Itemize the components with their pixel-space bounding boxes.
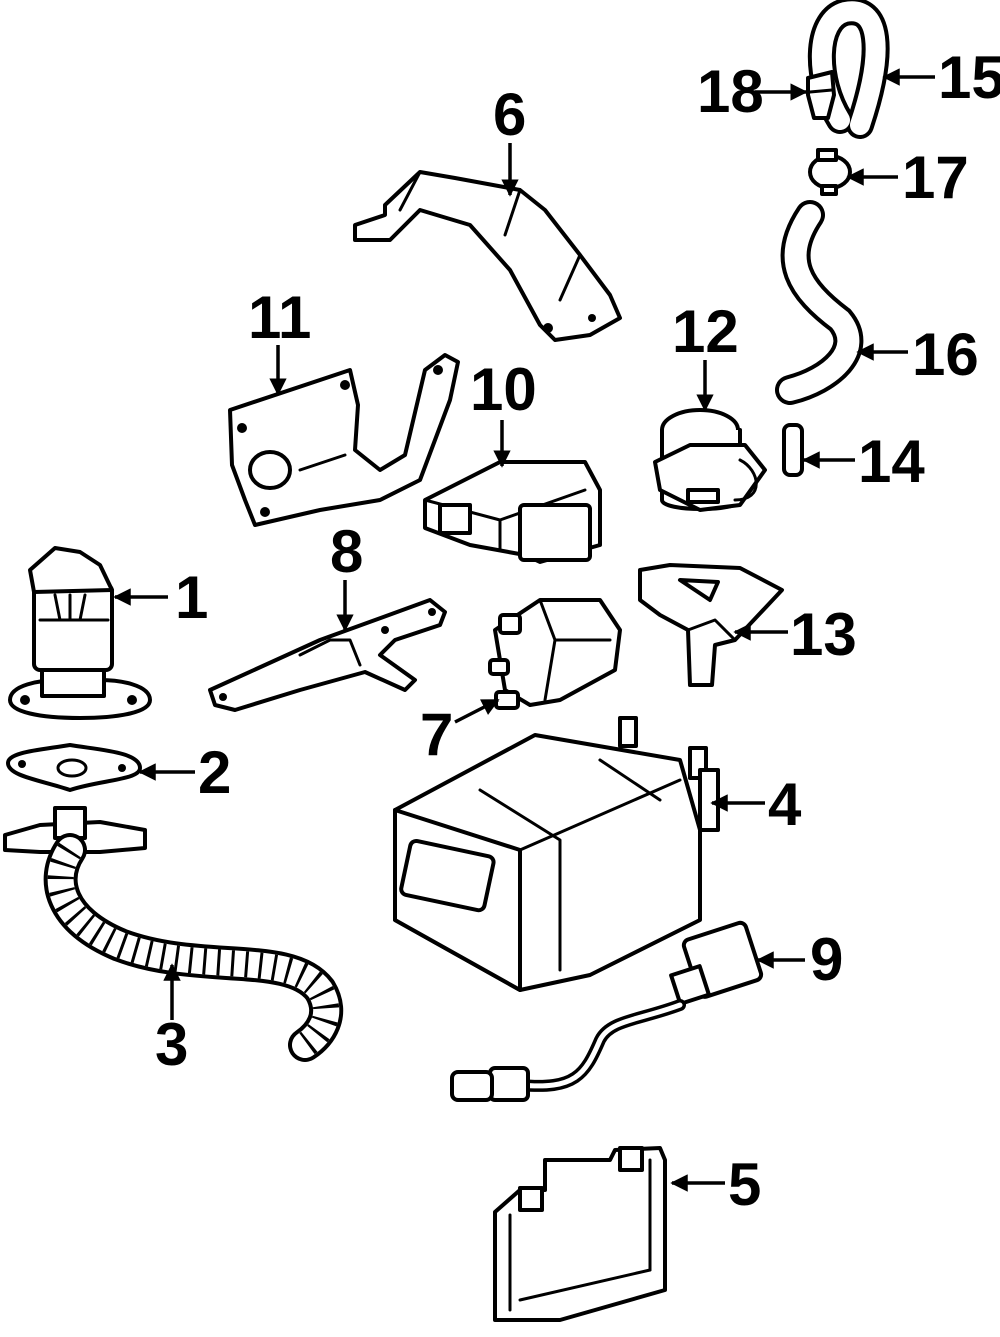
callout-17: 17 — [902, 144, 969, 211]
part-2-gasket[interactable] — [6, 743, 142, 792]
leader-lines — [113, 68, 935, 1192]
part-1-egr-valve[interactable] — [8, 546, 152, 720]
part-7-solenoid[interactable] — [488, 598, 622, 710]
callout-3: 3 — [155, 1011, 188, 1078]
callout-1: 1 — [175, 564, 208, 631]
part-13-bracket[interactable] — [638, 563, 784, 687]
part-5-shield[interactable] — [493, 1146, 667, 1322]
callout-16: 16 — [912, 321, 979, 388]
callout-6: 6 — [493, 81, 526, 148]
callout-9: 9 — [810, 926, 843, 993]
part-17-check-valve[interactable] — [808, 148, 852, 196]
part-18-fitting[interactable] — [806, 70, 836, 120]
callout-14: 14 — [858, 428, 925, 495]
part-12-pump[interactable] — [653, 408, 767, 512]
part-8-bracket[interactable] — [208, 598, 447, 712]
callout-13: 13 — [790, 601, 857, 668]
part-6-strap[interactable] — [353, 170, 622, 342]
callout-18: 18 — [697, 58, 764, 125]
callout-11: 11 — [248, 284, 311, 351]
callout-4: 4 — [768, 771, 802, 838]
callout-7: 7 — [420, 701, 453, 768]
part-9-sensor[interactable] — [450, 920, 764, 1102]
part-11-plate[interactable] — [228, 353, 460, 527]
part-4-vapor-canister[interactable] — [393, 716, 720, 992]
callout-12: 12 — [672, 298, 739, 365]
part-14-plug[interactable] — [782, 423, 804, 477]
callout-8: 8 — [330, 518, 363, 585]
part-3-egr-pipe[interactable] — [3, 806, 344, 1062]
callout-15: 15 — [938, 44, 1000, 111]
callout-10: 10 — [470, 356, 537, 423]
callout-2: 2 — [198, 739, 231, 806]
callout-5: 5 — [728, 1151, 761, 1218]
leader-7 — [454, 698, 500, 724]
part-16-hose[interactable] — [775, 200, 864, 405]
callout-labels: 1 2 3 4 5 6 7 8 9 10 11 12 13 14 15 16 1… — [155, 44, 1000, 1218]
part-10-module[interactable] — [423, 460, 602, 564]
